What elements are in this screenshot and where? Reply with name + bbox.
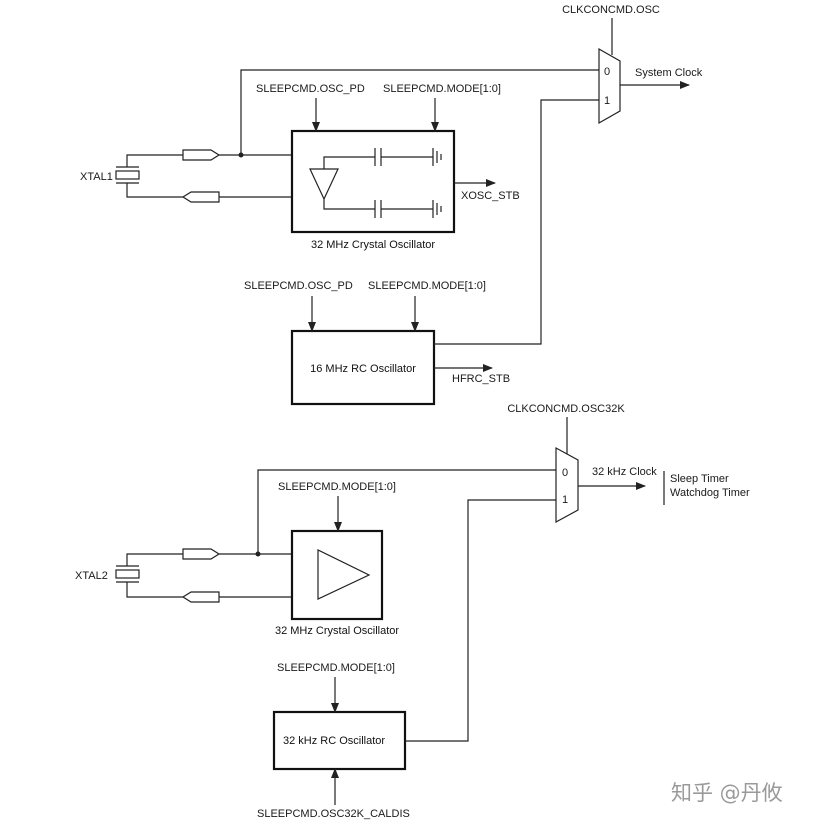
crystal-osc-title: 32 MHz Crystal Oscillator: [311, 239, 435, 251]
crystal32k-title: 32 MHz Crystal Oscillator: [275, 625, 399, 637]
hfrc-stb-label: HFRC_STB: [452, 373, 510, 385]
xtal2-input-pad-icon: [182, 548, 221, 560]
load-capacitor-bottom-icon: [374, 200, 442, 218]
crystal32k-bypass-wire: [257, 469, 556, 554]
rc32k-to-mux-wire: [405, 499, 556, 742]
rc-osc-mode-label: SLEEPCMD.MODE[1:0]: [368, 280, 486, 292]
rc32k-title: 32 kHz RC Oscillator: [283, 735, 385, 747]
system-clock-label: System Clock: [635, 67, 703, 79]
mux32k-input-0-label: 0: [562, 467, 568, 479]
xtal2-crystal-icon: [115, 553, 183, 598]
xtal1-output-pad-icon: [181, 191, 220, 203]
clock-32khz-label: 32 kHz Clock: [592, 466, 657, 478]
sleep-timer-label: Sleep Timer: [670, 473, 729, 485]
crystal-bypass-wire: [240, 69, 599, 155]
rc-to-mux-wire: [434, 99, 599, 345]
mux-input-0-label: 0: [604, 66, 610, 78]
rc-osc-pd-label: SLEEPCMD.OSC_PD: [244, 280, 353, 292]
mux32k-select-label: CLKCONCMD.OSC32K: [507, 403, 625, 415]
xtal1-crystal-icon: [115, 154, 183, 198]
mux32k-input-1-label: 1: [562, 494, 568, 506]
rc-osc-title: 16 MHz RC Oscillator: [310, 363, 416, 375]
load-capacitor-top-icon: [374, 148, 442, 166]
mux-input-1-label: 1: [604, 95, 610, 107]
watermark: 知乎 @丹攸: [671, 781, 783, 805]
mux-select-label: CLKCONCMD.OSC: [562, 4, 660, 16]
clock-32khz-mux: [555, 446, 579, 524]
crystal32k-mode-label: SLEEPCMD.MODE[1:0]: [278, 481, 396, 493]
amplifier-icon: [309, 156, 375, 210]
crystal-osc-pd-label: SLEEPCMD.OSC_PD: [256, 83, 365, 95]
crystal-oscillator-32mhz-box: [290, 129, 456, 234]
watchdog-timer-label: Watchdog Timer: [670, 487, 750, 499]
rc32k-caldis-label: SLEEPCMD.OSC32K_CALDIS: [257, 808, 410, 820]
system-clock-mux: [598, 47, 621, 125]
xtal2-output-pad-icon: [181, 591, 220, 603]
xtal2-label: XTAL2: [75, 570, 108, 582]
xosc-stb-label: XOSC_STB: [461, 190, 520, 202]
xtal1-input-pad-icon: [182, 149, 221, 161]
xtal1-label: XTAL1: [80, 171, 113, 183]
crystal-osc-mode-label: SLEEPCMD.MODE[1:0]: [383, 83, 501, 95]
amplifier-large-icon: [317, 549, 371, 600]
rc32k-mode-label: SLEEPCMD.MODE[1:0]: [277, 662, 395, 674]
